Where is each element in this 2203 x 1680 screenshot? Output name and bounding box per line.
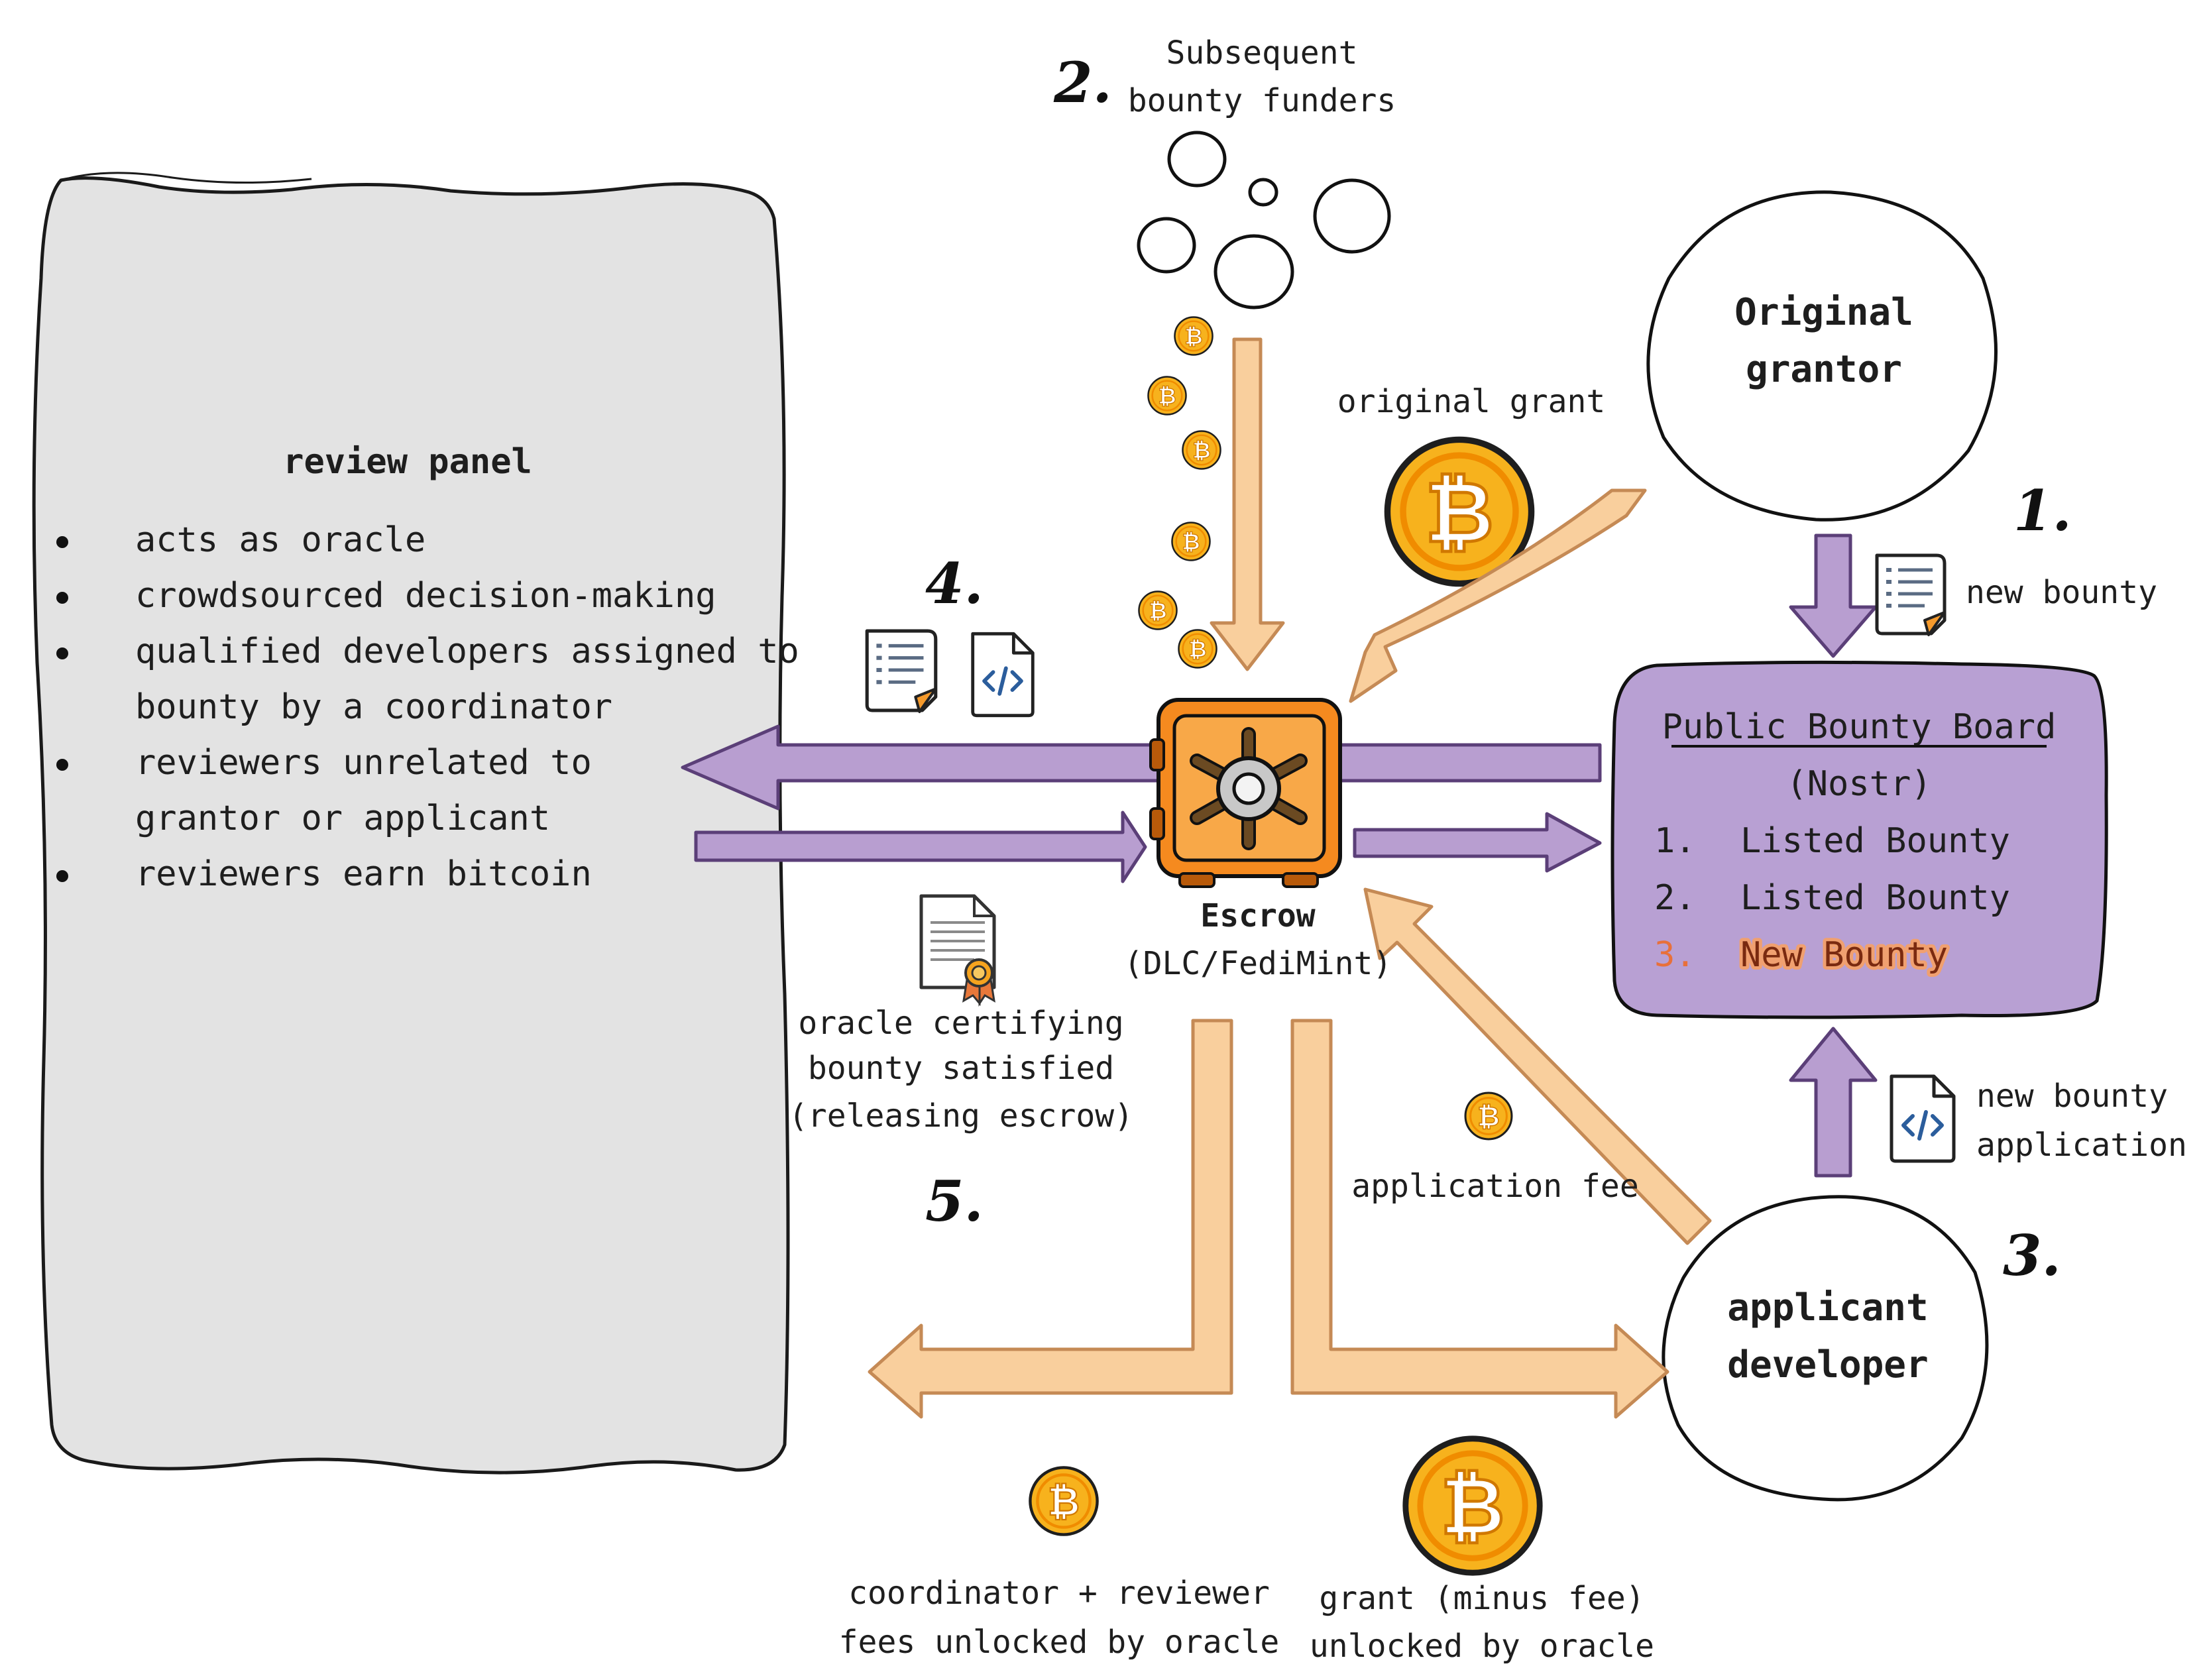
board-bounty-list: 1. Listed Bounty 2. Listed Bounty 3. New Boun… xyxy=(1654,821,2010,978)
subsequent-funders: Subsequent bounty funders xyxy=(1128,34,1396,309)
developer-label-line1: applicant xyxy=(1727,1286,1928,1329)
bitcoin-coin-icon xyxy=(1174,316,1214,356)
grantor-circle xyxy=(1646,190,1998,522)
step-number-3: 3. xyxy=(2003,1223,2061,1288)
bitcoin-coin-icon xyxy=(1138,590,1178,630)
new-bounty-label: new bounty xyxy=(1966,574,2157,611)
grantor-label-line1: Original xyxy=(1734,291,1913,334)
board-item-label[interactable]: New Bounty xyxy=(1737,932,1951,978)
certificate-icon xyxy=(919,894,996,1007)
grant-payout-line1: grant (minus fee) xyxy=(1319,1580,1644,1617)
bullet-dot xyxy=(56,870,68,882)
developer-circle xyxy=(1662,1195,1989,1502)
review-panel-scroll xyxy=(32,176,790,1475)
bullet-dot xyxy=(56,536,68,548)
board-title: Public Bounty Board xyxy=(1662,707,2057,747)
review-panel-bullet-text: qualified developers assigned to xyxy=(135,632,799,671)
escrow-title: Escrow xyxy=(1200,897,1315,934)
bitcoin-coin-icon xyxy=(1147,376,1187,416)
bullet-dot xyxy=(56,759,68,771)
funders-label-line1: Subsequent xyxy=(1166,34,1358,72)
bitcoin-coin-icon xyxy=(1406,1439,1540,1573)
review-panel-bullet-text: bounty by a coordinator xyxy=(135,687,612,727)
board-subtitle: (Nostr) xyxy=(1786,764,1931,804)
funders-label-line2: bounty funders xyxy=(1128,82,1396,119)
funder-coins xyxy=(1138,316,1221,669)
developer-to-escrow-arrow xyxy=(1363,887,1712,1245)
code-file-icon xyxy=(973,634,1033,715)
board-item-label[interactable]: Listed Bounty xyxy=(1740,821,2010,861)
developer-to-board-arrow xyxy=(1789,1027,1878,1178)
escrow-to-board-arrow xyxy=(1353,812,1602,873)
application-label-line2: application xyxy=(1976,1127,2187,1164)
document-icon xyxy=(1877,555,1945,635)
funder-circle xyxy=(1167,131,1227,188)
review-panel-bullet-text: reviewers earn bitcoin xyxy=(135,854,592,894)
reviewer-fees-line2: fees unlocked by oracle xyxy=(839,1624,1280,1661)
reviewer-fees-line1: coordinator + reviewer xyxy=(848,1575,1270,1612)
escrow-to-developer-payout-arrow xyxy=(1290,1019,1669,1419)
bullet-dot xyxy=(56,592,68,604)
step-number-1: 1. xyxy=(2013,478,2072,543)
grant-payout-line2: unlocked by oracle xyxy=(1310,1628,1654,1665)
oracle-cert-line2: bounty satisfied xyxy=(808,1050,1114,1087)
escrow-to-reviewers-payout-arrow xyxy=(868,1019,1233,1419)
review-panel-bullet-text: crowdsourced decision-making xyxy=(135,576,716,616)
code-file-icon xyxy=(1892,1076,1954,1161)
oracle-cert-line1: oracle certifying xyxy=(798,1005,1123,1042)
bitcoin-coin-icon xyxy=(1178,629,1217,669)
bullet-dot xyxy=(56,647,68,659)
review-panel-bullets: acts as oracle crowdsourced decision-maki… xyxy=(56,520,799,894)
bitcoin-coin-icon xyxy=(1464,1092,1513,1141)
step-number-2: 2. xyxy=(1053,50,1112,115)
application-label-line1: new bounty xyxy=(1976,1078,2168,1115)
board-box xyxy=(1610,660,2108,1019)
board-item-number: 1. xyxy=(1654,821,1696,861)
bitcoin-coin-icon xyxy=(1171,522,1211,561)
review-panel-title: review panel xyxy=(283,442,532,482)
review-panel: review panel acts as oracle crowdsourced … xyxy=(32,172,799,1475)
public-bounty-board: Public Bounty Board (Nostr) 1. Listed Bou… xyxy=(1610,660,2108,1019)
funder-circle xyxy=(1214,234,1294,309)
grantor-to-escrow-arrow xyxy=(1349,488,1647,703)
original-grantor: Original grantor xyxy=(1646,190,1998,522)
review-panel-bullet-text: grantor or applicant xyxy=(135,799,550,838)
application-fee-label: application fee xyxy=(1351,1168,1638,1205)
escrow-subtitle: (DLC/FediMint) xyxy=(1124,945,1392,982)
step-number-4: 4. xyxy=(925,551,984,616)
developer-label-line2: developer xyxy=(1727,1343,1928,1386)
escrow-safe-icon xyxy=(1149,698,1342,888)
funders-to-escrow-arrow xyxy=(1210,337,1285,671)
board-item-label[interactable]: Listed Bounty xyxy=(1740,878,2010,918)
bitcoin-coin-icon xyxy=(1030,1467,1097,1534)
review-panel-bullet-text: reviewers unrelated to xyxy=(135,743,592,783)
bitcoin-coin-icon xyxy=(1182,430,1221,470)
funder-circle xyxy=(1248,178,1278,207)
applicant-developer: applicant developer xyxy=(1662,1195,1989,1502)
board-item-number: 3. xyxy=(1654,935,1696,975)
document-icon xyxy=(867,631,936,712)
board-item-number: 2. xyxy=(1654,878,1696,918)
original-grant-label: original grant xyxy=(1337,383,1606,420)
oracle-cert-line3: (releasing escrow) xyxy=(789,1097,1133,1135)
board-to-panel-arrow xyxy=(681,724,1602,811)
funder-circle xyxy=(1313,178,1391,254)
step-number-5: 5. xyxy=(925,1168,984,1234)
funder-circle xyxy=(1137,217,1196,274)
grantor-to-board-arrow xyxy=(1789,533,1878,658)
review-panel-bullet-text: acts as oracle xyxy=(135,520,425,560)
grantor-label-line2: grantor xyxy=(1746,348,1902,391)
panel-to-escrow-arrow xyxy=(694,811,1147,883)
